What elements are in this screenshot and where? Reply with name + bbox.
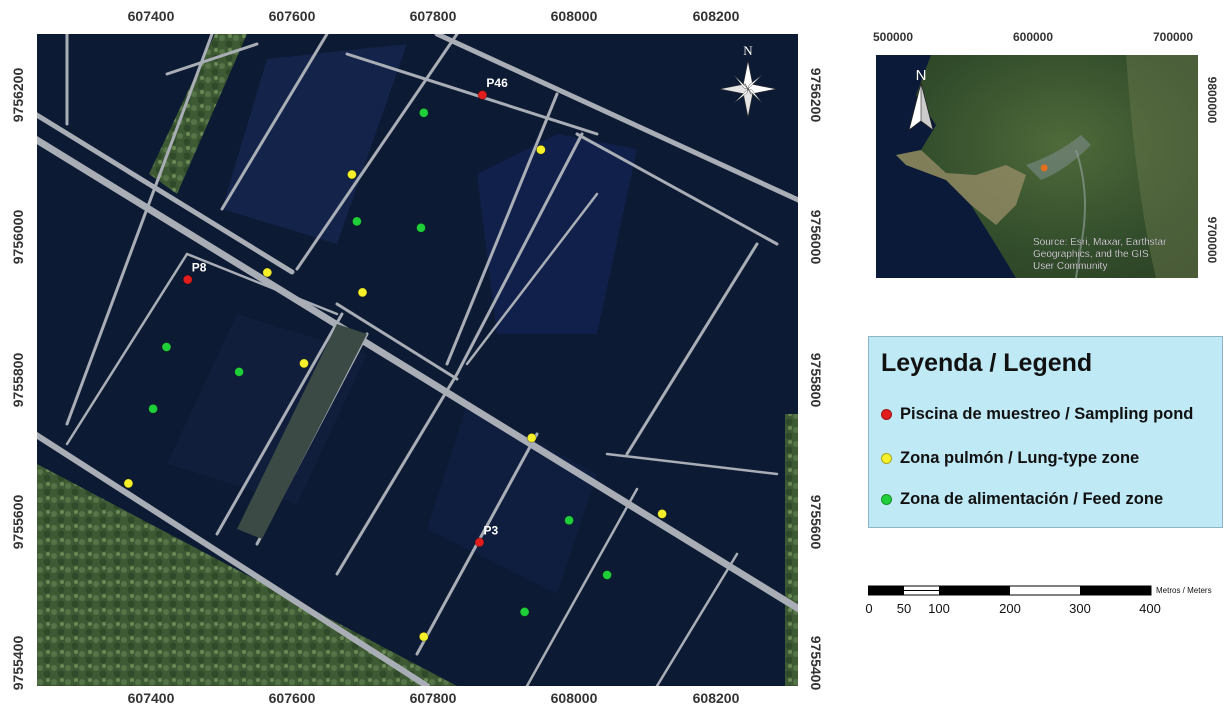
lung-point[interactable] bbox=[262, 267, 273, 278]
pond bbox=[222, 44, 407, 244]
legend-item-label: Zona pulmón / Lung-type zone bbox=[900, 449, 1140, 467]
inset-map[interactable]: N Source: Esri, Maxar, Earthstar Geograp… bbox=[876, 55, 1198, 278]
main-x-tick-top: 608000 bbox=[550, 8, 598, 24]
pond bbox=[167, 314, 367, 504]
main-x-tick-bottom: 607800 bbox=[409, 690, 457, 706]
main-y-tick-left: 9756200 bbox=[10, 67, 26, 123]
main-y-tick-right: 9755600 bbox=[808, 494, 824, 550]
legend-item-label: Zona de alimentación / Feed zone bbox=[900, 490, 1164, 508]
inset-x-tick: 500000 bbox=[872, 30, 914, 44]
inset-credit-line: Geographics, and the GIS bbox=[1033, 249, 1149, 260]
lung-point[interactable] bbox=[526, 432, 537, 443]
feed-point[interactable] bbox=[602, 570, 612, 580]
inset-north-label: N bbox=[916, 67, 927, 84]
main-y-tick-left: 9755600 bbox=[10, 494, 26, 550]
inset-highlands bbox=[1126, 55, 1198, 278]
sampling-point[interactable] bbox=[182, 274, 193, 285]
inset-y-tick: 9700000 bbox=[1205, 216, 1219, 264]
inset-y-tick: 9800000 bbox=[1205, 76, 1219, 124]
main-x-tick-top: 607600 bbox=[268, 8, 316, 24]
canal-strip bbox=[237, 324, 367, 539]
inset-north-arrow bbox=[908, 82, 934, 132]
pond bbox=[427, 404, 597, 594]
vegetation-area bbox=[785, 414, 798, 686]
main-x-tick-top: 607800 bbox=[409, 8, 457, 24]
lung-point[interactable] bbox=[657, 508, 667, 519]
main-x-tick-bottom: 607600 bbox=[268, 690, 316, 706]
legend-item-sampling: Piscina de muestreo / Sampling pond bbox=[881, 405, 1193, 424]
inset-x-tick: 600000 bbox=[1012, 30, 1054, 44]
feed-point[interactable] bbox=[418, 107, 429, 118]
sampling-point-label: P3 bbox=[484, 523, 499, 537]
main-x-tick-bottom: 608200 bbox=[692, 690, 740, 706]
main-x-tick-top: 608200 bbox=[692, 8, 740, 24]
scale-bar-label: 0 bbox=[865, 601, 873, 616]
main-x-tick-top: 607400 bbox=[127, 8, 175, 24]
legend-swatch bbox=[881, 453, 892, 464]
inset-coast bbox=[896, 150, 1026, 225]
feed-point[interactable] bbox=[564, 515, 574, 526]
main-y-tick-left: 9756000 bbox=[10, 209, 26, 265]
pond bbox=[477, 134, 637, 334]
main-y-tick-right: 9756200 bbox=[808, 67, 824, 123]
legend-swatch bbox=[881, 494, 892, 505]
feed-point[interactable] bbox=[351, 216, 362, 227]
inset-credit: Source: Esri, Maxar, Earthstar Geographi… bbox=[1033, 237, 1167, 272]
lung-point[interactable] bbox=[418, 631, 429, 642]
legend-item-lung: Zona pulmón / Lung-type zone bbox=[881, 449, 1139, 468]
main-y-tick-left: 9755400 bbox=[10, 635, 26, 691]
inset-credit-line: Source: Esri, Maxar, Earthstar bbox=[1033, 237, 1167, 248]
main-y-tick-right: 9755800 bbox=[808, 352, 824, 408]
main-north-arrow bbox=[719, 60, 777, 118]
feed-point[interactable] bbox=[519, 607, 530, 617]
legend-item-feed: Zona de alimentación / Feed zone bbox=[881, 490, 1163, 509]
vegetation-area bbox=[37, 464, 457, 686]
vegetation-area bbox=[149, 34, 247, 194]
scale-bar-label: 400 bbox=[1139, 601, 1161, 616]
legend: Leyenda / Legend Piscina de muestreo / S… bbox=[868, 336, 1223, 528]
feed-point[interactable] bbox=[234, 366, 245, 377]
main-y-tick-right: 9756000 bbox=[808, 209, 824, 265]
scale-bar-label: 300 bbox=[1069, 601, 1091, 616]
lung-point[interactable] bbox=[535, 144, 546, 155]
inset-river bbox=[1075, 149, 1086, 278]
feed-point[interactable] bbox=[161, 342, 172, 352]
scale-bar-label: 200 bbox=[999, 601, 1021, 616]
legend-swatch bbox=[881, 409, 892, 420]
scale-bar-label: 100 bbox=[928, 601, 950, 616]
inset-x-tick: 700000 bbox=[1152, 30, 1194, 44]
lung-point[interactable] bbox=[123, 478, 134, 489]
inset-credit-line: User Community bbox=[1033, 261, 1107, 272]
sampling-point-label: P8 bbox=[192, 261, 207, 275]
scale-bar-graphic bbox=[867, 585, 1152, 596]
main-y-tick-left: 9755800 bbox=[10, 352, 26, 408]
main-x-tick-bottom: 608000 bbox=[550, 690, 598, 706]
lung-point[interactable] bbox=[357, 287, 368, 298]
sampling-point[interactable] bbox=[474, 537, 485, 548]
feed-point[interactable] bbox=[416, 222, 426, 233]
main-x-tick-bottom: 607400 bbox=[127, 690, 175, 706]
lung-point[interactable] bbox=[299, 358, 309, 369]
dikes bbox=[37, 34, 798, 686]
lung-point[interactable] bbox=[346, 169, 357, 180]
scale-bar: Metros / Meters 0 50 100 200 300 400 bbox=[865, 585, 1227, 625]
study-area-marker bbox=[1040, 164, 1048, 172]
main-north-label: N bbox=[743, 43, 753, 58]
main-y-tick-right: 9755400 bbox=[808, 635, 824, 691]
scale-bar-units: Metros / Meters bbox=[1156, 586, 1212, 595]
legend-item-label: Piscina de muestreo / Sampling pond bbox=[900, 405, 1194, 423]
scale-bar-label: 50 bbox=[896, 601, 912, 616]
legend-title: Leyenda / Legend bbox=[881, 349, 1093, 377]
sampling-point[interactable] bbox=[477, 90, 488, 100]
feed-point[interactable] bbox=[148, 403, 158, 414]
sampling-point-label: P46 bbox=[486, 76, 508, 90]
